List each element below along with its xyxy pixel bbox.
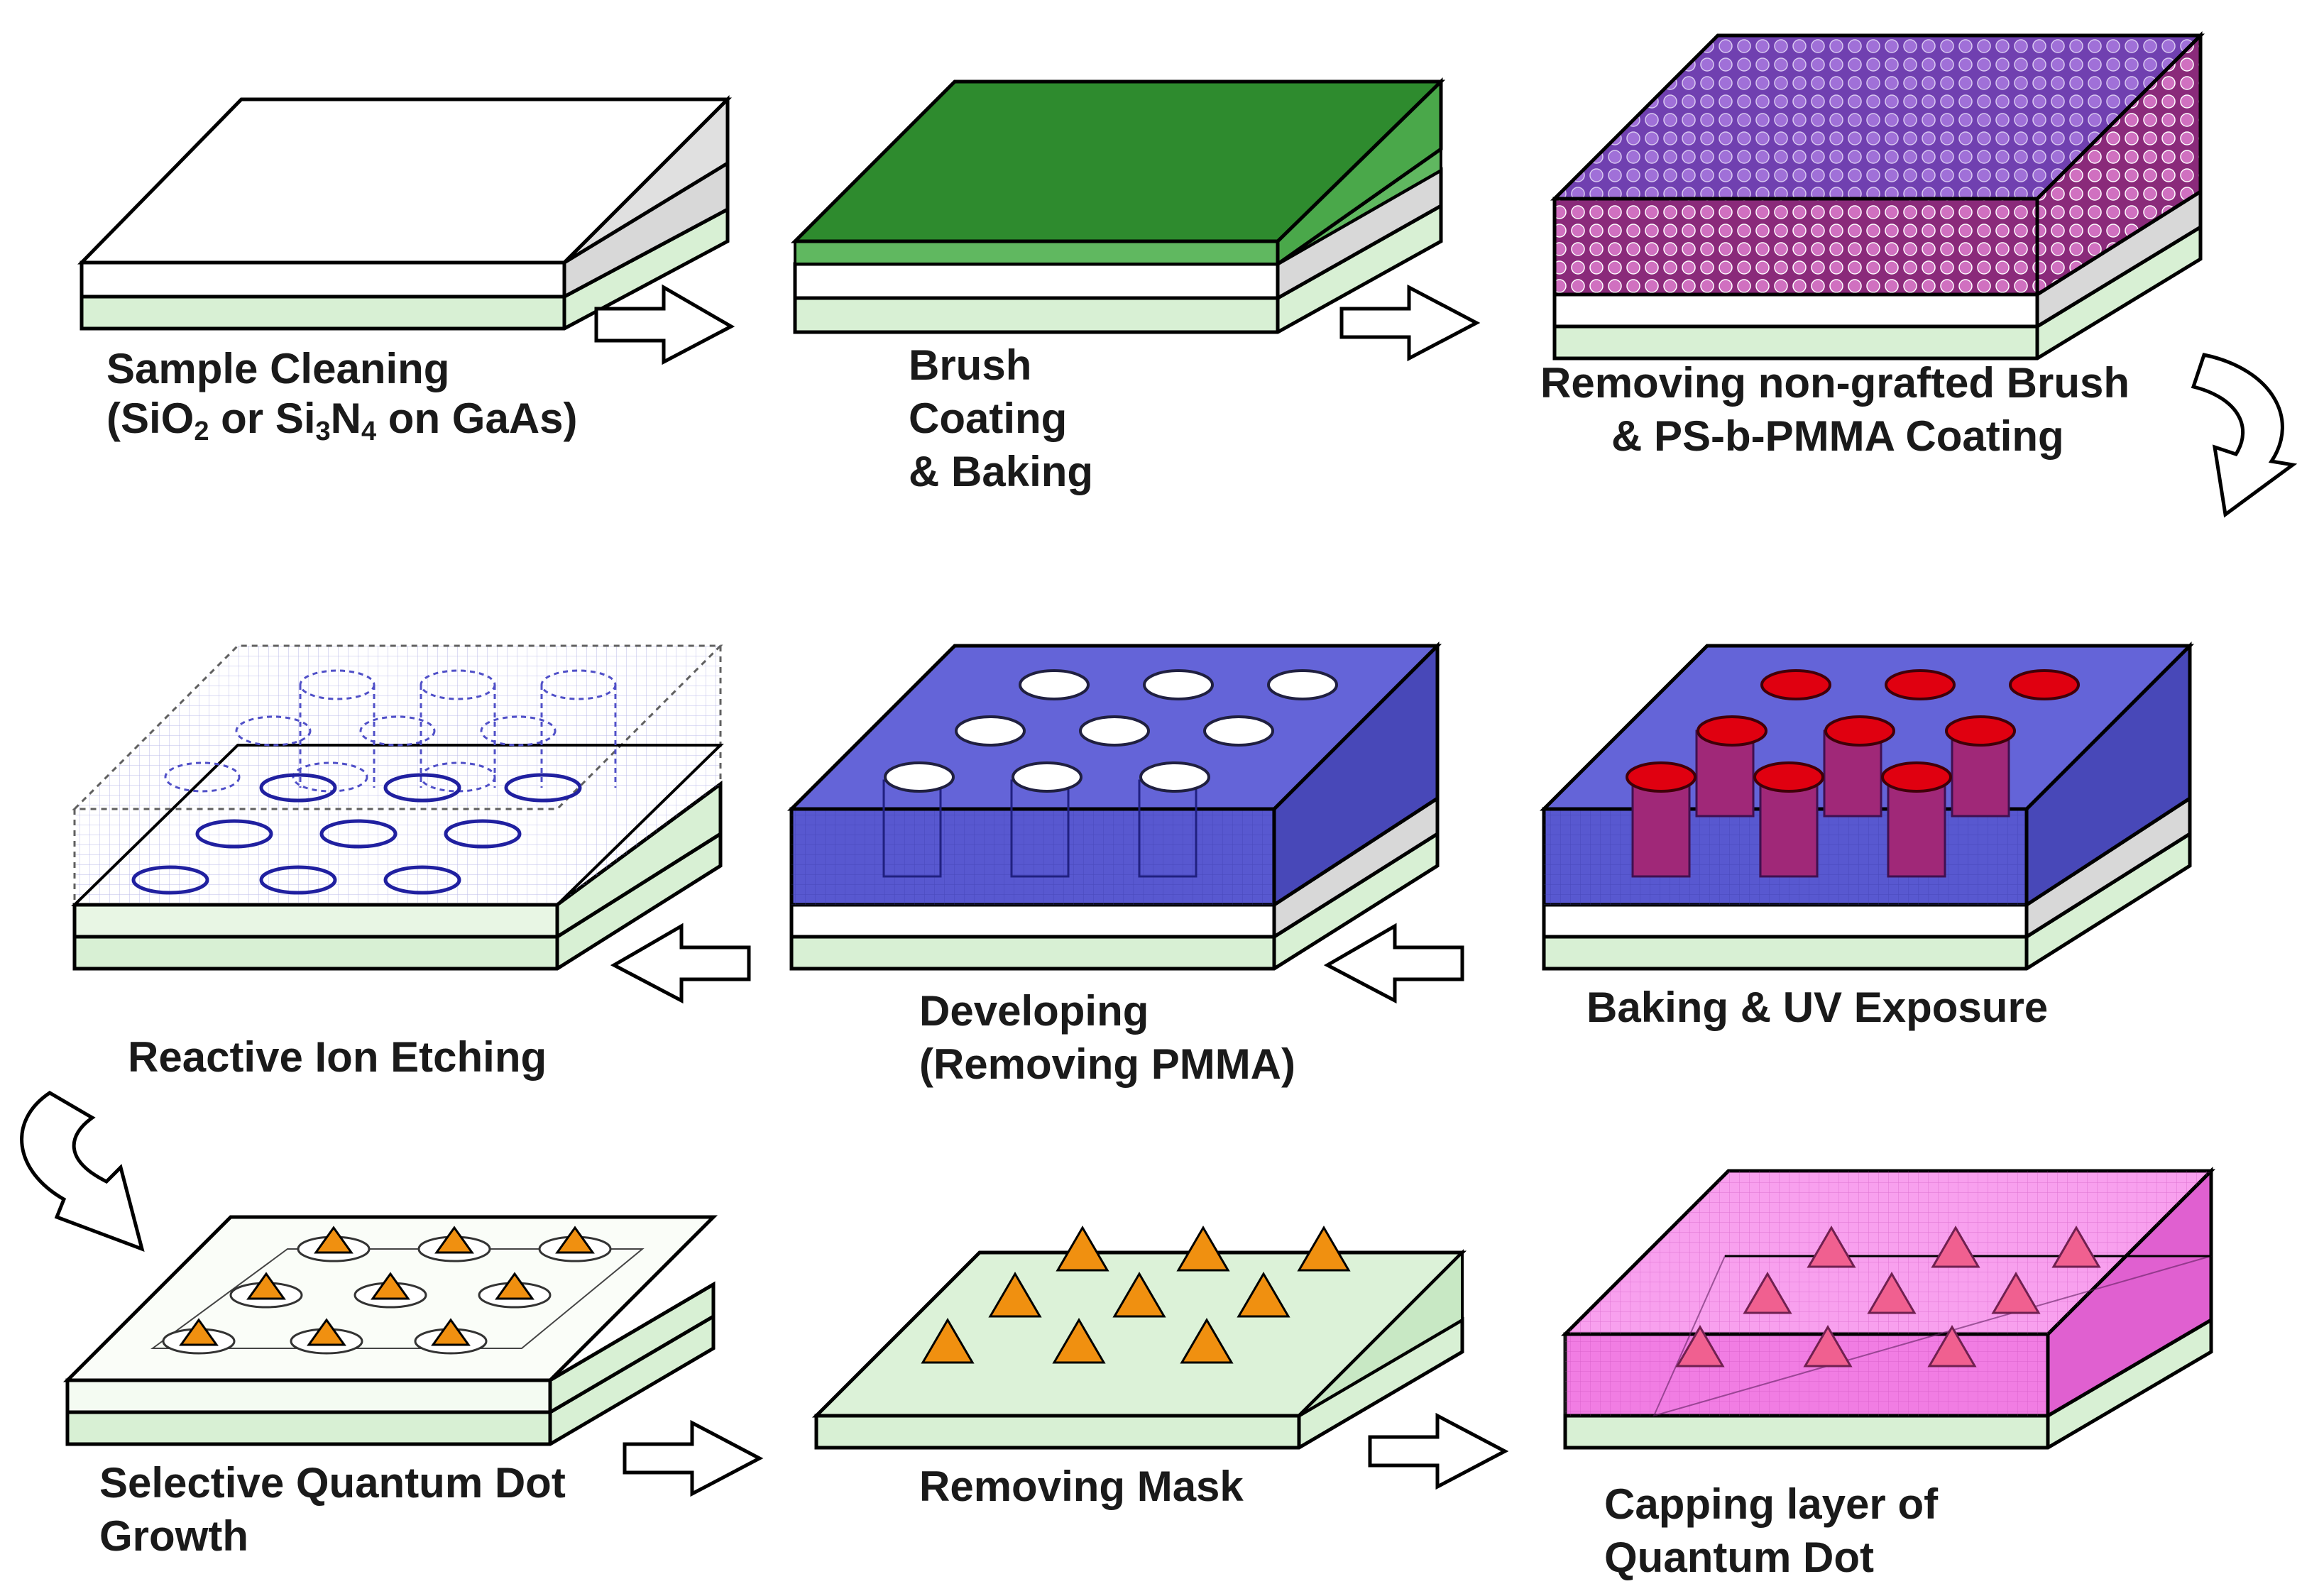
arrow-left-icon bbox=[1323, 923, 1464, 1004]
label-removing-pmma: (Removing PMMA) bbox=[919, 1040, 1295, 1088]
step-removing-mask-illustration bbox=[811, 1226, 1467, 1450]
label-capping: Capping layer of bbox=[1604, 1480, 1939, 1528]
arrow-right-icon bbox=[1368, 1412, 1509, 1490]
label-coating: Coating bbox=[909, 395, 1067, 442]
quantum-dots-in-holes bbox=[162, 1226, 612, 1355]
label-removing-brush: Removing non-grafted Brush bbox=[1540, 359, 2130, 407]
step-labels: Sample Cleaning (SiO2 or Si3N4 on GaAs) … bbox=[99, 341, 2130, 1581]
step-rie-illustration bbox=[71, 644, 724, 971]
step-developing-illustration bbox=[786, 641, 1442, 971]
label-growth: Growth bbox=[99, 1512, 248, 1560]
arrow-left-icon bbox=[610, 923, 751, 1004]
label-developing: Developing bbox=[919, 987, 1149, 1035]
label-removing-mask: Removing Mask bbox=[919, 1463, 1244, 1510]
label-bcp-coating: & PS-b-PMMA Coating bbox=[1611, 412, 2064, 460]
label-quantum-dot: Quantum Dot bbox=[1604, 1534, 1874, 1581]
arrow-right-icon bbox=[1339, 284, 1481, 362]
label-qd-growth: Selective Quantum Dot bbox=[99, 1459, 566, 1507]
step-sample-cleaning-illustration bbox=[77, 94, 733, 331]
step-uv-exposure-illustration bbox=[1539, 641, 2195, 971]
curved-arrow-down-icon bbox=[20, 1091, 145, 1253]
flow-arrows bbox=[20, 284, 2298, 1497]
step-qd-growth-illustration bbox=[62, 1215, 718, 1446]
step-capping-illustration bbox=[1560, 1166, 2216, 1450]
curved-arrow-down-icon bbox=[2191, 353, 2298, 518]
arrow-right-icon bbox=[594, 284, 735, 365]
label-baking: & Baking bbox=[909, 448, 1093, 495]
label-brush: Brush bbox=[909, 341, 1031, 389]
label-rie: Reactive Ion Etching bbox=[128, 1033, 547, 1081]
label-uv-exposure: Baking & UV Exposure bbox=[1586, 984, 2048, 1031]
arrow-right-icon bbox=[623, 1419, 764, 1497]
label-sample-cleaning-sub: (SiO2 or Si3N4 on GaAs) bbox=[106, 395, 578, 446]
step-brush-coating-illustration bbox=[790, 77, 1446, 334]
label-sample-cleaning: Sample Cleaning bbox=[106, 345, 449, 392]
step-bcp-coating-illustration bbox=[1550, 31, 2205, 361]
